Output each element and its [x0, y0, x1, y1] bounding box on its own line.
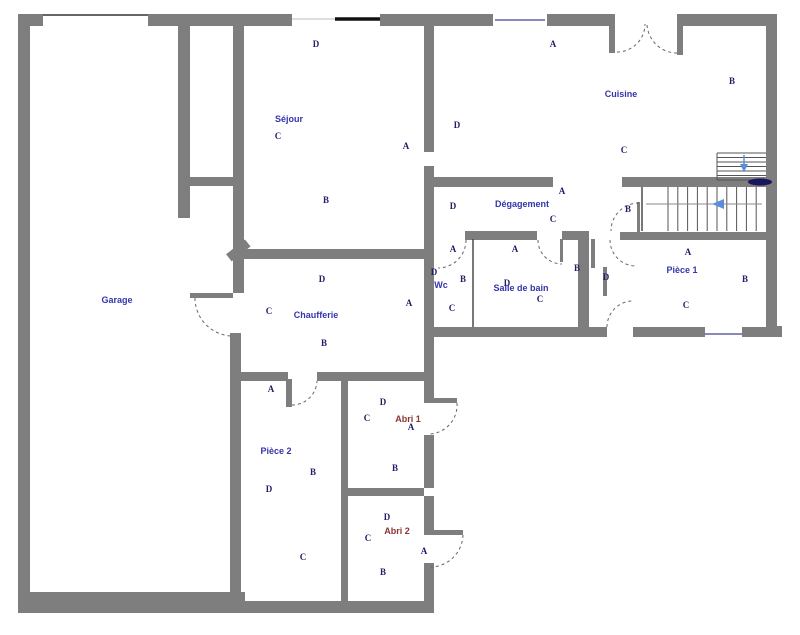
wall	[178, 177, 243, 186]
door-jamb	[609, 14, 615, 53]
wall	[622, 177, 768, 187]
wall-stub	[603, 267, 607, 296]
french-door-arc-right	[646, 22, 678, 54]
down-arrow-icon	[740, 164, 748, 172]
wall	[317, 372, 427, 381]
wall	[18, 14, 30, 613]
wall	[578, 231, 589, 330]
abri1-door-arc	[429, 402, 458, 435]
wall	[178, 23, 190, 218]
wall	[341, 379, 348, 601]
wall	[348, 488, 424, 496]
wc-door-arc	[437, 239, 467, 269]
wall	[547, 14, 613, 26]
french-door-arc-left	[616, 23, 646, 53]
piece1-upper-door-arc	[609, 239, 637, 267]
door-leaf	[637, 202, 640, 232]
door-leaf	[560, 239, 563, 262]
wall-stub	[591, 239, 595, 268]
wall	[240, 372, 288, 381]
bathroom-door-arc	[537, 239, 563, 265]
door-leaf	[226, 239, 251, 262]
wall	[678, 14, 771, 26]
wall	[424, 23, 434, 152]
wall	[766, 14, 777, 337]
piece2-door-arc	[291, 380, 318, 406]
wall	[424, 166, 434, 403]
wall	[148, 14, 292, 26]
wall	[465, 231, 537, 240]
stair-direction-arrows	[712, 155, 748, 209]
door-arcs	[194, 22, 678, 568]
abri2-door-arc	[430, 534, 464, 568]
wall	[380, 14, 493, 26]
door-leaf	[286, 379, 292, 407]
wall	[430, 177, 553, 187]
windows	[43, 14, 742, 335]
wall	[233, 23, 244, 293]
wall	[243, 249, 427, 259]
staircase-lower	[646, 187, 762, 231]
wall	[18, 592, 245, 602]
door-leaf	[424, 530, 463, 535]
left-arrow-icon	[712, 199, 724, 209]
stair-door-arc	[610, 202, 640, 232]
wall	[424, 496, 434, 530]
garage-door-arc	[194, 297, 234, 337]
door-leaf	[424, 398, 457, 403]
wall	[424, 435, 434, 488]
piece1-lower-door-arc	[606, 300, 634, 328]
walls	[18, 14, 782, 613]
door-jamb	[677, 14, 683, 55]
wall	[562, 231, 589, 240]
thin-partitions	[472, 187, 643, 327]
wall	[620, 232, 770, 240]
wall	[766, 326, 782, 337]
wall	[230, 333, 241, 601]
wall	[633, 327, 705, 337]
wall	[424, 327, 607, 337]
stair-handrail-ellipse	[748, 178, 772, 186]
wall	[18, 601, 433, 613]
wall-stub	[190, 293, 233, 298]
wall	[742, 327, 766, 337]
wall	[424, 563, 434, 613]
